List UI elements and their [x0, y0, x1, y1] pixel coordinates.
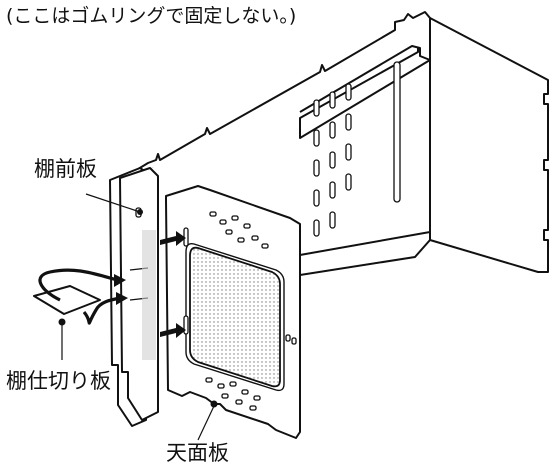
top-board [160, 185, 301, 439]
leader-front-board [85, 193, 141, 213]
caption-text: (ここはゴムリングで固定しない。) [6, 5, 296, 27]
divider-board [33, 268, 128, 326]
outer-box [119, 11, 549, 276]
label-front-shelf-board: 棚前板 [34, 157, 97, 181]
leader-top-board [197, 405, 215, 441]
wall-slots [313, 83, 352, 237]
label-top-board: 天面板 [166, 441, 229, 465]
label-divider-board: 棚仕切り板 [6, 369, 111, 393]
front-shelf-board [109, 167, 159, 427]
top-board-holes [205, 211, 297, 411]
